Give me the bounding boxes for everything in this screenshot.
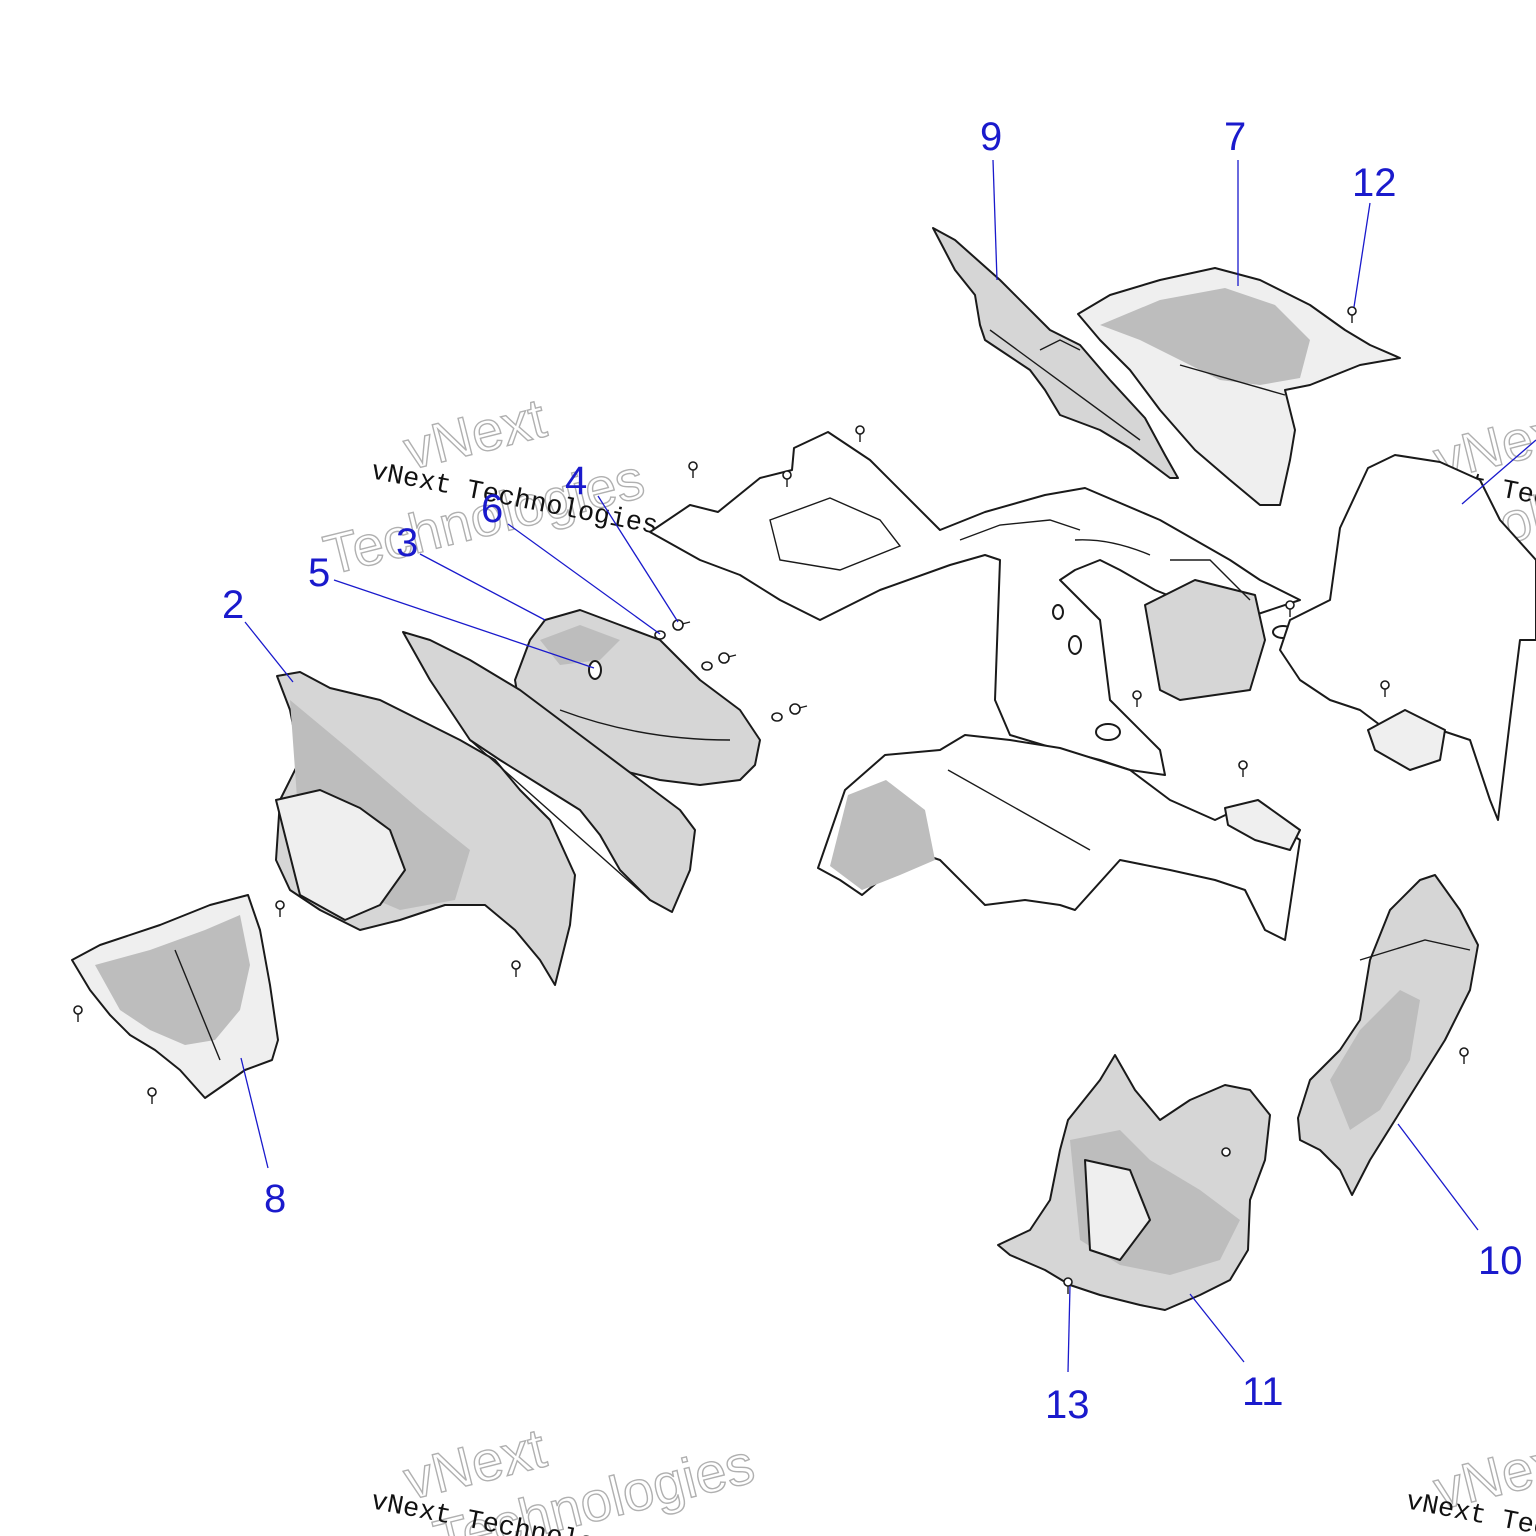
- front-fender-panel: [817, 734, 1301, 941]
- fastener-clip: [275, 900, 285, 917]
- callout-11: 11: [1242, 1370, 1284, 1414]
- callout-8: 8: [264, 1177, 286, 1221]
- callout-labels: 2 3 4 5 6 7 8 9 10 11 12 13: [222, 115, 1523, 1427]
- callout-13: 13: [1045, 1383, 1090, 1427]
- fastener-clip: [1132, 690, 1142, 707]
- callout-6: 6: [481, 487, 503, 531]
- callout-10: 10: [1478, 1239, 1523, 1283]
- center-body-frame: [649, 431, 1301, 776]
- fasteners: [73, 306, 1469, 1294]
- part-2-panel: [275, 671, 576, 986]
- leader-line-edge: [1461, 439, 1536, 505]
- leader-line-2: [244, 621, 294, 683]
- fastener-clip: [1285, 600, 1295, 617]
- fastener-clip: [855, 425, 865, 442]
- leader-line-10: [1397, 1123, 1479, 1231]
- fastener-clip: [511, 960, 521, 977]
- leader-line-5: [333, 579, 595, 669]
- callout-3: 3: [396, 521, 418, 565]
- fastener-clip: [1063, 1277, 1073, 1294]
- callout-12: 12: [1352, 161, 1397, 205]
- fastener-bolt: [672, 619, 691, 631]
- watermark-bottom-left: vNext Technologies vNext Technologies: [368, 1415, 761, 1536]
- leader-line-8: [240, 1057, 269, 1169]
- callout-2: 2: [222, 583, 244, 627]
- fastener-clip: [1238, 760, 1248, 777]
- part-8-cover: [71, 894, 279, 1099]
- part-9-panel: [932, 227, 1179, 479]
- callout-4: 4: [565, 459, 587, 503]
- part-10-panel: [1297, 874, 1479, 1196]
- fastener-clip: [688, 461, 698, 478]
- fastener-clip: [1380, 680, 1390, 697]
- fastener-clip: [782, 470, 792, 487]
- fastener-clip: [1347, 306, 1357, 323]
- leader-line-12: [1353, 202, 1371, 308]
- leader-line-4: [597, 495, 679, 623]
- fastener-clip: [1459, 1047, 1469, 1064]
- leader-line-6: [507, 523, 661, 635]
- washer: [771, 712, 783, 722]
- watermark-bottom-right: vNext vNext Technologies: [1403, 1425, 1536, 1536]
- washer: [701, 661, 713, 671]
- inner-side-panel: [402, 631, 696, 913]
- fastener-clip: [73, 1005, 83, 1022]
- washer: [654, 630, 666, 640]
- right-fender-panel: [1144, 454, 1536, 821]
- fastener-clip: [147, 1087, 157, 1104]
- fastener-bolt: [789, 703, 808, 715]
- callout-9: 9: [980, 115, 1002, 159]
- callout-5: 5: [308, 551, 330, 595]
- callout-7: 7: [1224, 115, 1246, 159]
- leader-line-13: [1067, 1285, 1071, 1373]
- part-11-panel: [997, 1054, 1271, 1311]
- leader-line-9: [992, 159, 998, 281]
- part-7-panel: [1077, 267, 1401, 506]
- leader-line-3: [419, 553, 546, 621]
- fastener-bolt: [718, 652, 737, 664]
- leader-lines: [240, 159, 1536, 1373]
- leader-line-11: [1189, 1293, 1245, 1363]
